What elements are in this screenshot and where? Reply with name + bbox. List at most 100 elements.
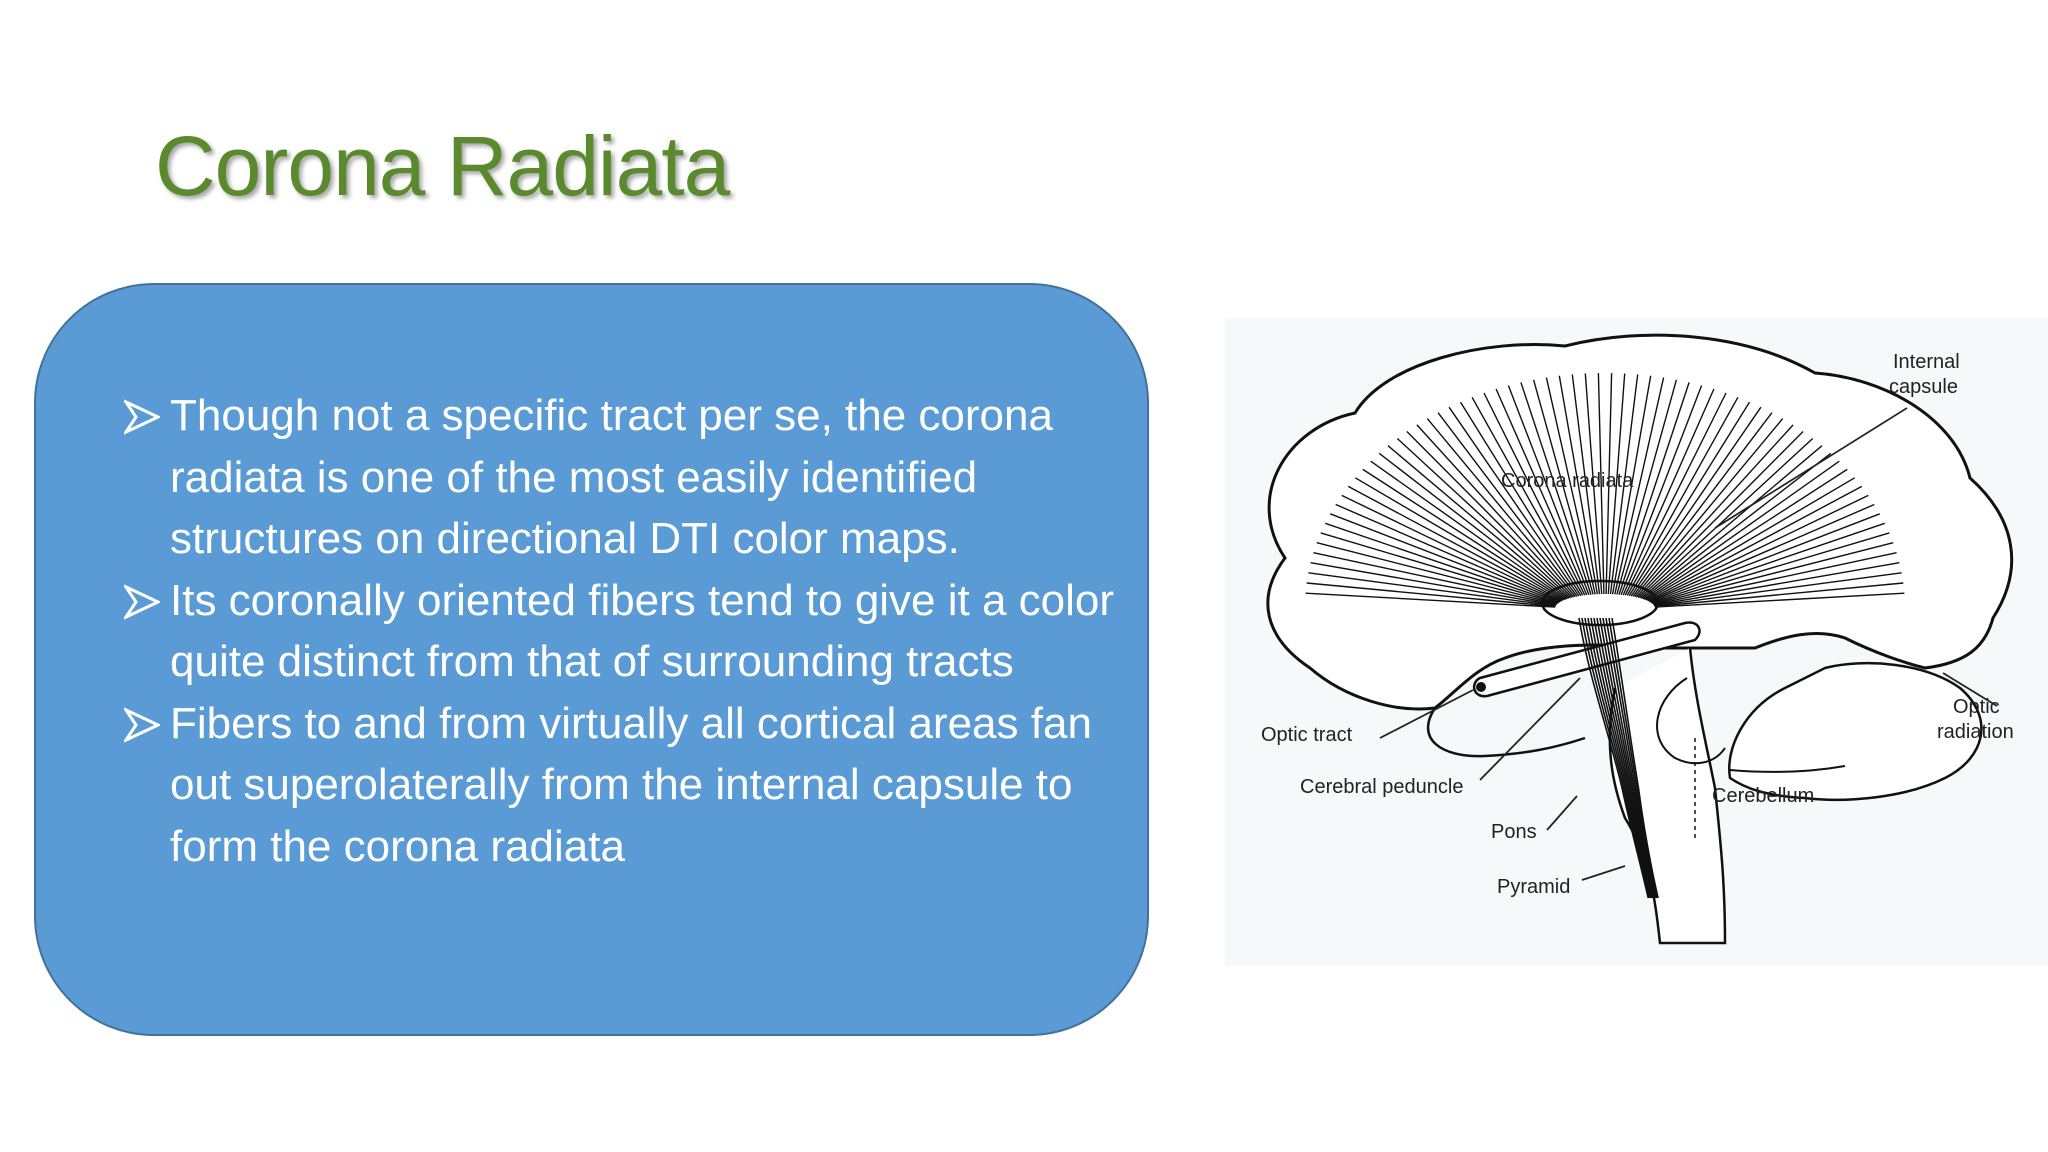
corona-fiber-line xyxy=(1635,424,1794,598)
corona-fiber-line xyxy=(1637,431,1804,598)
corona-fiber-line xyxy=(1305,592,1556,608)
pyramidal-fiber xyxy=(1581,617,1650,899)
corona-fiber-line xyxy=(1626,396,1739,596)
pyramidal-fiber xyxy=(1590,617,1653,899)
optic-tract-bar xyxy=(1472,621,1701,698)
brain-diagram: Internal capsule Corona radiata Optic ra… xyxy=(1225,318,2048,966)
corona-fiber-line xyxy=(1354,477,1564,601)
corona-fiber-line xyxy=(1416,424,1575,598)
corona-fiber-line xyxy=(1618,382,1690,595)
corona-fiber-line xyxy=(1651,522,1886,604)
label-internal-capsule-1: Internal xyxy=(1893,351,1960,373)
bullet-list: Though not a specific tract per se, the … xyxy=(92,385,1132,877)
corona-fiber-line xyxy=(1648,494,1869,602)
pyramidal-fiber xyxy=(1593,617,1654,899)
label-pons: Pons xyxy=(1491,821,1537,843)
corona-fiber-line xyxy=(1616,379,1678,595)
bullet-item: Fibers to and from virtually all cortica… xyxy=(92,693,1132,878)
corona-fiber-line xyxy=(1362,468,1565,601)
label-internal-capsule-2: capsule xyxy=(1889,376,1958,398)
corona-fiber-line xyxy=(1306,582,1556,608)
corona-fiber-line xyxy=(1650,513,1881,604)
content-box: Though not a specific tract per se, the … xyxy=(34,283,1149,1036)
corona-fiber-line xyxy=(1310,562,1557,606)
corona-fiber-line xyxy=(1459,401,1582,597)
cerebellum-outline xyxy=(1728,661,1983,802)
pyramidal-fiber xyxy=(1599,617,1656,899)
corona-fiber-line xyxy=(1640,445,1823,599)
corona-fiber-line xyxy=(1642,452,1832,600)
corona-fiber-line xyxy=(1632,412,1773,597)
corona-fiber-line xyxy=(1313,552,1557,606)
corona-fiber-line xyxy=(1406,431,1573,598)
corona-fiber-line xyxy=(1471,396,1584,596)
corona-fiber-line xyxy=(1520,382,1592,595)
corona-fiber-line xyxy=(1437,412,1578,597)
corona-fiber-line xyxy=(1545,377,1596,595)
brainstem-outline xyxy=(1608,647,1727,945)
corona-fiber-line xyxy=(1316,542,1558,605)
corona-fiber-line xyxy=(1653,552,1897,606)
corona-fiber-line xyxy=(1558,375,1599,595)
corona-fiber-line xyxy=(1584,373,1603,595)
pyramidal-fiber xyxy=(1611,617,1659,899)
corona-fiber-line xyxy=(1378,452,1568,600)
corona-fiber-line xyxy=(1643,460,1840,600)
corona-fiber-line xyxy=(1645,468,1848,601)
label-corona-radiata: Corona radiata xyxy=(1501,470,1634,492)
pyramidal-fiber xyxy=(1578,617,1649,899)
corona-fiber-line xyxy=(1329,513,1560,604)
corona-fiber-line xyxy=(1507,385,1590,595)
label-cerebellum: Cerebellum xyxy=(1712,785,1814,807)
pyramidal-fiber xyxy=(1584,617,1651,899)
corona-fiber-line xyxy=(1649,503,1875,603)
corona-fiber-line xyxy=(1628,401,1751,597)
pyramidal-fiber xyxy=(1587,617,1652,899)
corona-fiber-line xyxy=(1341,494,1562,602)
corona-fiber-line xyxy=(1654,572,1902,607)
corona-fiber-line xyxy=(1396,437,1571,599)
cerebellum-folia xyxy=(1729,765,1846,773)
corona-fiber-line xyxy=(1609,374,1639,595)
corona-fiber-line xyxy=(1483,392,1586,596)
corona-fiber-line xyxy=(1426,418,1576,598)
pons-bulge xyxy=(1656,677,1726,765)
corona-fiber-line xyxy=(1639,437,1814,599)
corona-fiber-line xyxy=(1634,418,1784,598)
corona-fiber-line xyxy=(1630,406,1762,597)
corona-fiber-line xyxy=(1320,532,1558,605)
slide-title: Corona Radiata xyxy=(155,119,730,213)
internal-capsule-ring xyxy=(1540,579,1660,627)
bullet-text: Fibers to and from virtually all cortica… xyxy=(170,698,1092,871)
corona-fiber-line xyxy=(1597,373,1605,595)
pyramidal-fiber xyxy=(1602,617,1657,899)
cerebrum-outline xyxy=(1266,333,2014,711)
leader-lines xyxy=(1379,407,1998,881)
corona-fiber-line xyxy=(1532,379,1594,595)
arrow-bullet-icon xyxy=(124,583,160,620)
corona-fiber-line xyxy=(1654,592,1905,608)
bullet-text: Though not a specific tract per se, the … xyxy=(170,391,1053,563)
corona-fiber-line xyxy=(1622,388,1715,596)
corona-fiber-line xyxy=(1611,375,1652,595)
temporal-lobe-outline xyxy=(1426,707,1586,758)
pyramidal-fiber xyxy=(1596,617,1655,899)
pyramidal-fibers xyxy=(1578,617,1659,899)
corona-fiber-line xyxy=(1495,388,1588,596)
corona-fiber-line xyxy=(1605,373,1613,595)
arrow-bullet-icon xyxy=(124,399,160,435)
corona-fiber-line xyxy=(1624,392,1727,596)
corona-fiber-line xyxy=(1647,485,1863,602)
corona-fiber-line xyxy=(1614,377,1665,595)
corona-fiber-line xyxy=(1646,477,1856,601)
corona-fiber-line xyxy=(1571,374,1601,595)
corona-fiber-line xyxy=(1652,532,1890,605)
corona-fiber-line xyxy=(1387,445,1570,599)
corona-fiber-line xyxy=(1308,572,1556,607)
corona-fiber-line xyxy=(1607,373,1626,595)
corona-fiber-line xyxy=(1620,385,1703,595)
label-optic-tract: Optic tract xyxy=(1261,724,1353,746)
corona-fiber-line xyxy=(1370,460,1567,600)
corona-fiber-line xyxy=(1448,406,1580,597)
arrow-bullet-icon xyxy=(124,706,160,743)
